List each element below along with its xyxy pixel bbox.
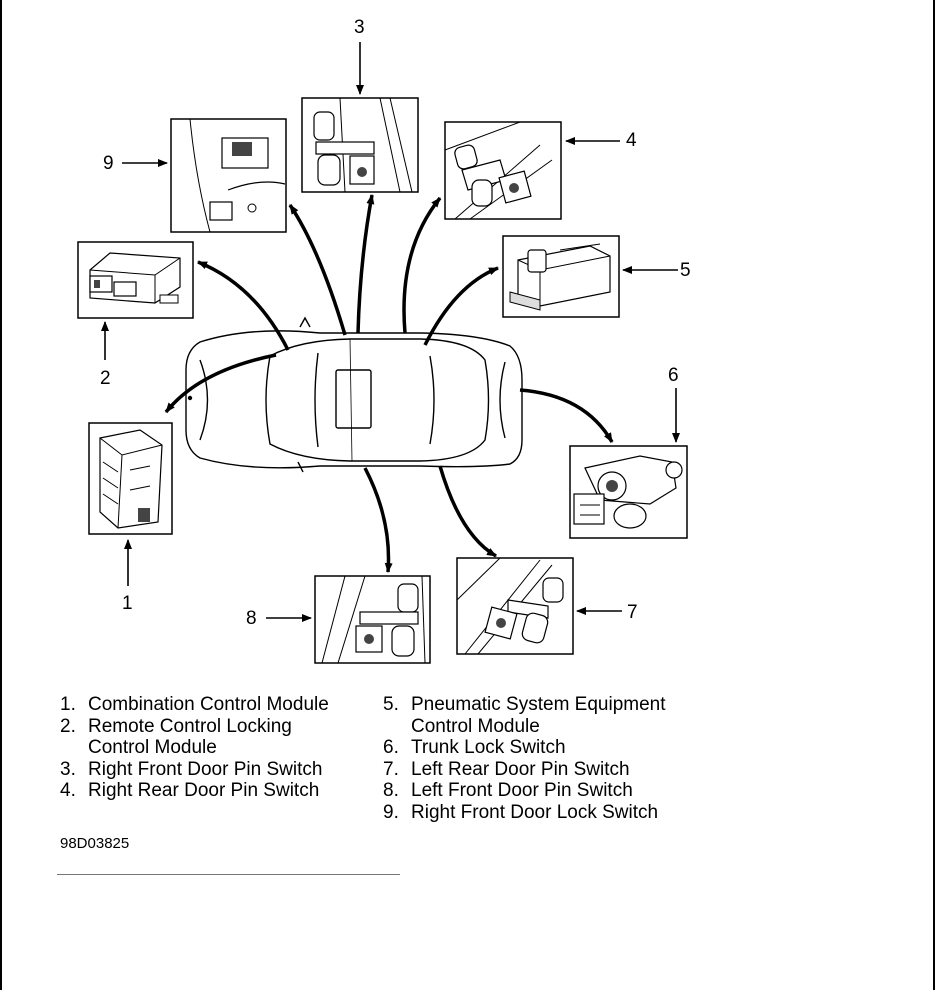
component-5-pneumatic-system-module — [502, 235, 620, 318]
legend-item-7: 7.Left Rear Door Pin Switch — [383, 758, 630, 780]
component-8-left-front-door-pin-switch — [314, 575, 431, 664]
component-7-left-rear-door-pin-switch — [456, 557, 574, 655]
callout-lines — [101, 42, 680, 622]
legend-item-6: 6.Trunk Lock Switch — [383, 737, 566, 758]
callout-3: 3 — [354, 17, 365, 38]
legend-item-5-continued: Control Module — [411, 715, 540, 737]
legend-item-3: 3.Right Front Door Pin Switch — [60, 758, 323, 780]
vehicle-top-view — [185, 316, 523, 473]
legend-item-2: 2.Remote Control Locking — [60, 715, 292, 737]
component-1-combination-control-module — [88, 422, 173, 535]
footer-rule — [57, 874, 400, 875]
legend-item-2-continued: Control Module — [88, 737, 217, 758]
legend-left: 1.Combination Control Module 2.Remote Co… — [60, 694, 329, 802]
callout-2: 2 — [100, 368, 111, 389]
component-9-right-front-door-lock-switch — [170, 118, 287, 233]
leader-arrows — [164, 194, 614, 573]
legend-item-1: 1.Combination Control Module — [60, 694, 329, 715]
component-6-trunk-lock-switch — [569, 445, 688, 539]
callout-8: 8 — [246, 608, 257, 629]
callout-4: 4 — [626, 130, 637, 151]
component-3-right-front-door-pin-switch — [301, 97, 419, 193]
legend-item-4: 4.Right Rear Door Pin Switch — [60, 780, 320, 801]
right-border — [933, 0, 935, 990]
figure-id: 98D03825 — [60, 835, 130, 852]
callout-7: 7 — [627, 602, 638, 623]
legend-item-8: 8.Left Front Door Pin Switch — [383, 780, 633, 801]
callout-9: 9 — [103, 153, 114, 174]
legend-item-5: 5.Pneumatic System Equipment — [383, 694, 666, 715]
component-4-right-rear-door-pin-switch — [444, 121, 562, 220]
legend-right: 5.Pneumatic System Equipment Control Mod… — [383, 694, 666, 823]
left-border — [0, 0, 2, 990]
callout-1: 1 — [122, 593, 133, 614]
legend-item-9: 9.Right Front Door Lock Switch — [383, 801, 659, 823]
component-2-remote-control-locking-module — [77, 241, 194, 319]
callout-6: 6 — [668, 365, 679, 386]
callout-5: 5 — [680, 260, 691, 281]
